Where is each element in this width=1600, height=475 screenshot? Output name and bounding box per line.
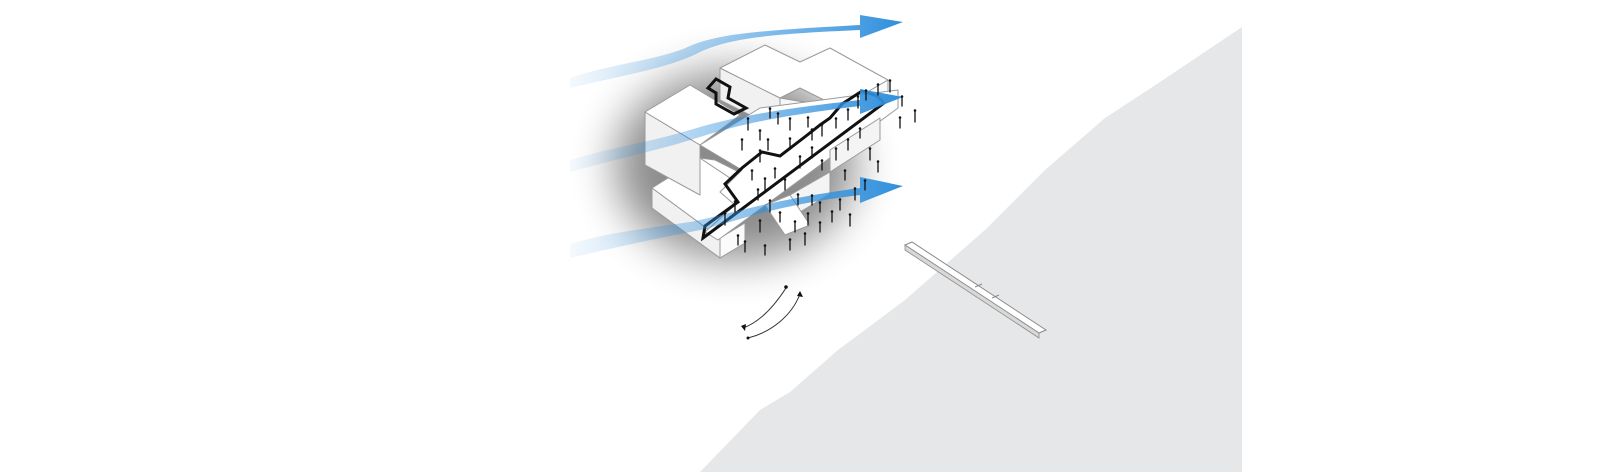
person-icon: [788, 137, 792, 149]
person-icon: [768, 199, 772, 213]
person-icon: [818, 221, 822, 233]
person-icon: [876, 83, 880, 96]
person-icon: [776, 112, 780, 125]
person-icon: [733, 200, 737, 213]
person-icon: [723, 212, 727, 226]
person-icon: [740, 138, 744, 151]
person-icon: [864, 89, 868, 101]
person-icon: [830, 210, 834, 223]
person-icon: [858, 127, 862, 139]
person-icon: [778, 211, 782, 223]
person-icon: [758, 129, 762, 141]
person-icon: [788, 238, 792, 251]
person-icon: [888, 79, 892, 93]
person-icon: [756, 188, 760, 201]
circulation-arrow-icon: [742, 287, 787, 329]
people: [723, 79, 917, 256]
person-icon: [758, 149, 762, 163]
circulation-arrow-icon: [747, 293, 801, 339]
person-icon: [758, 219, 762, 233]
person-icon: [846, 108, 850, 121]
water-body: [700, 27, 1242, 472]
person-icon: [900, 95, 904, 107]
person-icon: [788, 117, 792, 131]
person-icon: [763, 244, 767, 256]
person-icon: [834, 117, 838, 129]
wind-arrows: [570, 15, 903, 258]
person-icon: [773, 167, 777, 179]
person-icon: [810, 128, 814, 141]
person-icon: [848, 213, 852, 227]
person-icon: [743, 240, 747, 253]
person-icon: [820, 123, 824, 137]
wind-arrow-icon: [570, 89, 903, 172]
person-icon: [810, 194, 814, 206]
person-icon: [798, 155, 802, 169]
person-icon: [806, 116, 810, 128]
person-icon: [876, 160, 880, 173]
person-icon: [806, 212, 810, 226]
pier: [903, 241, 1048, 339]
person-icon: [803, 232, 807, 246]
person-icon: [913, 109, 917, 123]
person-icon: [838, 198, 842, 211]
person-icon: [868, 147, 872, 161]
person-icon: [746, 117, 750, 131]
person-icon: [853, 187, 857, 201]
person-icon: [783, 178, 787, 191]
person-icon: [766, 138, 770, 151]
person-icon: [820, 159, 824, 171]
person-icon: [843, 169, 847, 181]
person-icon: [763, 177, 767, 191]
person-icon: [856, 95, 860, 109]
wind-arrow-icon: [570, 15, 903, 88]
wind-arrow-icon: [570, 177, 903, 258]
person-icon: [834, 147, 838, 161]
person-icon: [810, 146, 814, 159]
person-icon: [863, 179, 867, 191]
person-icon: [796, 193, 800, 206]
person-icon: [898, 116, 902, 129]
circulation-arrows: [741, 285, 803, 340]
person-icon: [793, 220, 797, 233]
person-icon: [846, 138, 850, 151]
person-icon: [818, 201, 822, 213]
person-icon: [750, 169, 754, 181]
person-icon: [736, 234, 740, 246]
person-icon: [768, 107, 772, 119]
